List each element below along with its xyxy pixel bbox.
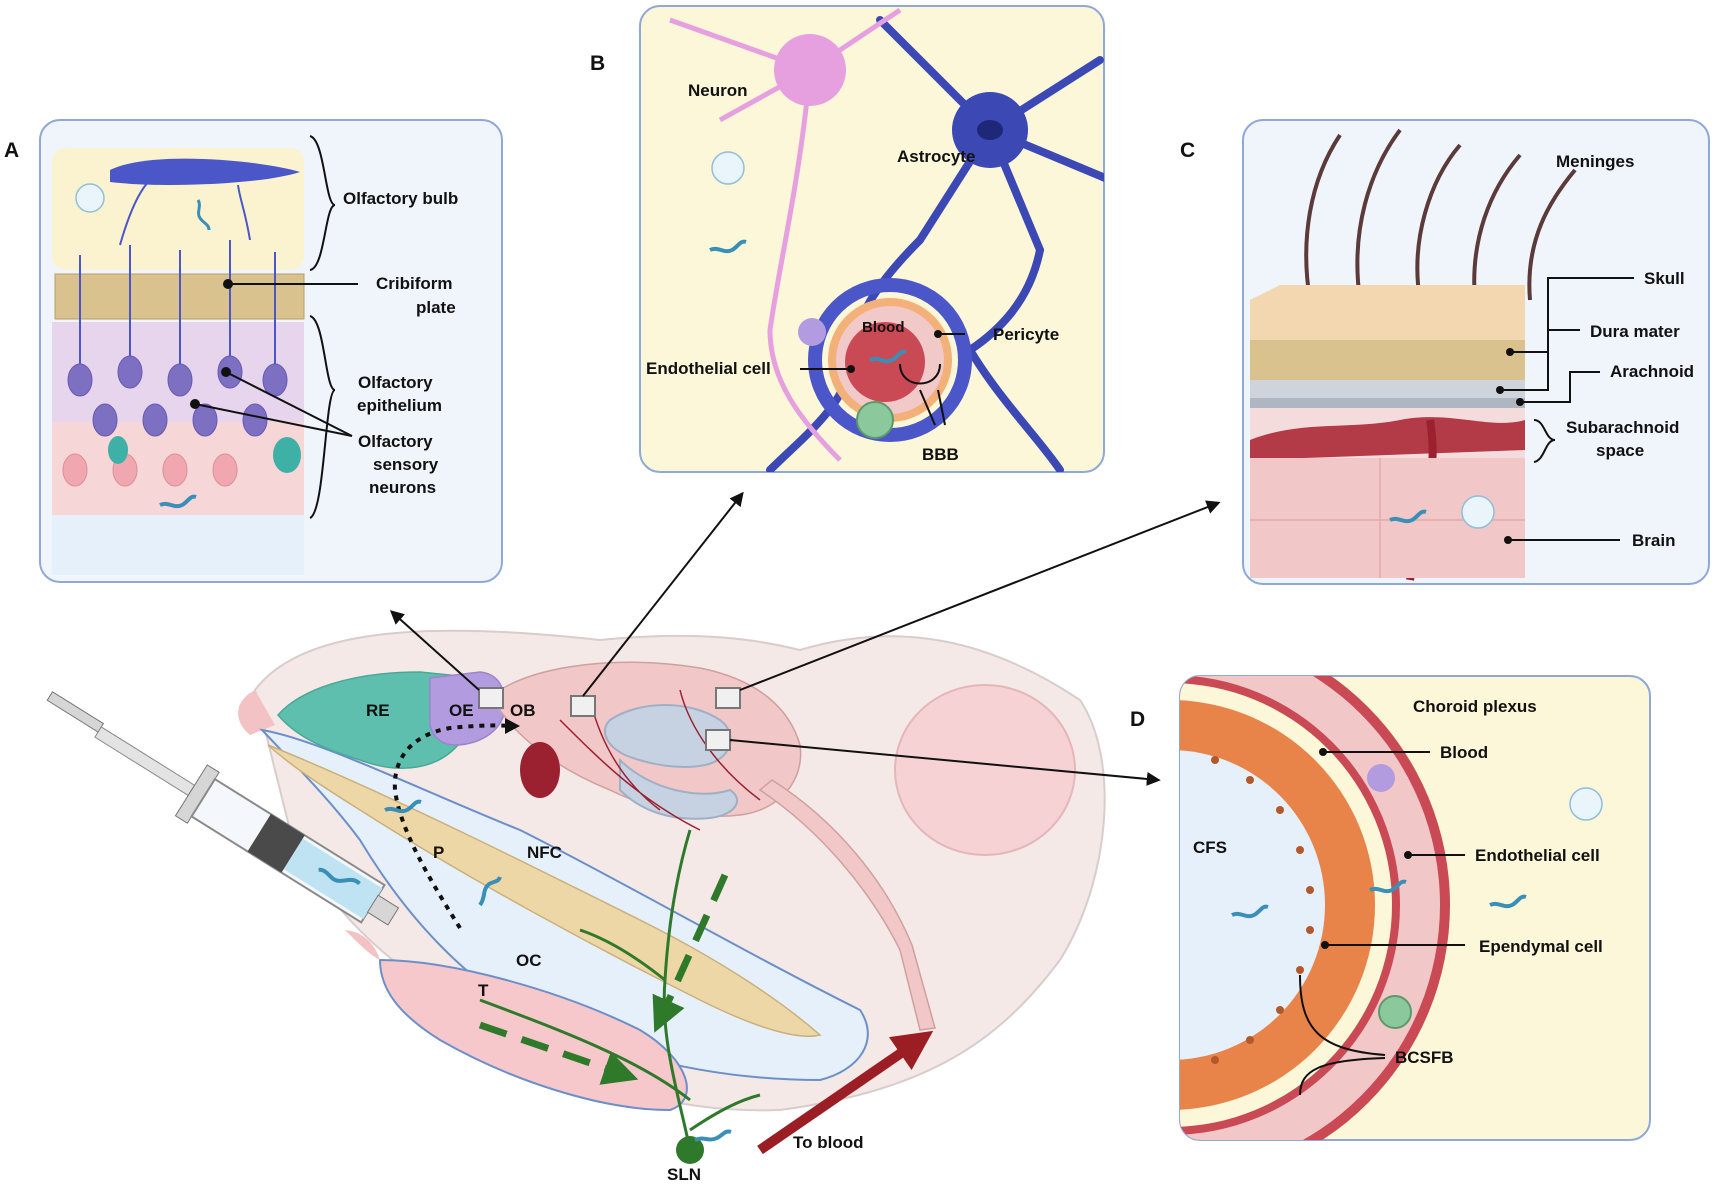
label-skull: Skull <box>1644 269 1685 288</box>
trypanosome-icon <box>159 494 197 509</box>
olfactory-bulb-region <box>520 742 560 798</box>
label-blood-d: Blood <box>1440 743 1488 762</box>
syringe-icon <box>46 691 400 926</box>
label-oc: OC <box>516 951 542 970</box>
label-bcsfb: BCSFB <box>1395 1048 1454 1067</box>
trypanosome-icon <box>1389 509 1427 524</box>
region-box-d <box>705 729 731 751</box>
region-box-c <box>715 687 741 709</box>
vesicle-cluster-icon <box>1461 495 1495 529</box>
label-brain-c: Brain <box>1632 531 1675 550</box>
panel-a: Olfactory bulb Cribiform plate Olfactory… <box>39 119 503 583</box>
bracket-olfactory-epithelium <box>309 315 336 519</box>
label-osn-2: sensory <box>373 455 439 474</box>
label-astrocyte: Astrocyte <box>897 147 975 166</box>
mouse-nose <box>238 690 275 735</box>
panel-d: Choroid plexus Blood CFS Endothelial cel… <box>1179 675 1651 1141</box>
label-p: P <box>433 843 444 862</box>
trypanosome-icon <box>869 349 907 364</box>
label-olfactory-bulb: Olfactory bulb <box>343 189 458 208</box>
label-arachnoid: Arachnoid <box>1610 362 1694 381</box>
trypanosome-icon <box>709 239 747 254</box>
region-box-b <box>570 695 596 717</box>
trypanosome-icon <box>1489 894 1527 909</box>
bracket-olfactory-bulb <box>309 135 336 271</box>
label-meninges: Meninges <box>1556 152 1634 171</box>
label-ependymal: Ependymal cell <box>1479 937 1603 956</box>
label-endothelial-b: Endothelial cell <box>646 359 771 378</box>
panel-letter-c: C <box>1180 139 1195 162</box>
label-dura: Dura mater <box>1590 322 1680 341</box>
vesicle-cluster-icon <box>75 183 105 213</box>
lymphatic-vessels <box>479 829 761 1151</box>
panel-letter-d: D <box>1130 708 1145 731</box>
label-osn-3: neurons <box>369 478 436 497</box>
label-ob: OB <box>510 701 536 720</box>
label-choroid-plexus: Choroid plexus <box>1413 697 1537 716</box>
panel-b: Neuron Astrocyte Blood Pericyte Endothel… <box>639 5 1105 473</box>
respiratory-epithelium <box>277 671 463 769</box>
arrow-to-panel-d <box>729 739 1161 786</box>
label-t: T <box>478 981 489 1000</box>
label-nfc: NFC <box>527 843 562 862</box>
spinal-cord <box>758 779 936 1031</box>
label-osn-1: Olfactory <box>358 432 433 451</box>
lymph-flow-arrow-1 <box>652 873 729 1033</box>
bracket-bcsfb <box>1299 974 1386 1096</box>
label-blood-b: Blood <box>862 319 905 336</box>
label-subarachnoid-2: space <box>1596 441 1644 460</box>
trypanosome-icon <box>1369 879 1407 894</box>
label-bbb: BBB <box>922 445 959 464</box>
panel-letter-b: B <box>590 52 605 75</box>
label-to-blood: To blood <box>793 1133 864 1152</box>
lymph-flow-arrow-2 <box>478 1021 639 1085</box>
ventricles-2 <box>619 757 738 820</box>
trypanosome-icon <box>478 876 502 907</box>
vesicle-cluster-icon <box>1569 787 1603 821</box>
arrow-to-panel-c <box>739 500 1221 691</box>
mouse-ear <box>894 684 1076 856</box>
bracket-subarachnoid <box>1533 419 1556 463</box>
panel-letter-a: A <box>4 139 19 162</box>
label-re: RE <box>366 701 390 720</box>
label-epithelium-1: Olfactory <box>358 373 433 392</box>
label-sln: SLN <box>667 1165 701 1184</box>
ventricles <box>604 704 732 768</box>
label-pericyte: Pericyte <box>993 325 1059 344</box>
arrow-to-panel-a <box>389 610 480 691</box>
label-subarachnoid-1: Subarachnoid <box>1566 418 1679 437</box>
dotted-transport-path <box>392 723 514 930</box>
trypanosome-icon <box>694 1129 732 1142</box>
dotted-path-arrowhead <box>505 718 520 734</box>
sentinel-lymph-node <box>676 1136 704 1164</box>
arrow-to-panel-b <box>582 491 744 697</box>
trypanosome-icon <box>318 867 361 886</box>
label-neuron: Neuron <box>688 81 748 100</box>
bracket-bbb <box>899 363 946 426</box>
lower-lip <box>345 930 380 960</box>
trypanosome-icon <box>384 799 422 814</box>
label-cribiform-1: Cribiform <box>376 274 453 293</box>
region-box-a <box>478 687 504 709</box>
label-epithelium-2: epithelium <box>357 396 442 415</box>
trypanosome-icon <box>1231 904 1269 919</box>
trypanosome-icon <box>196 199 211 231</box>
label-cfs: CFS <box>1193 838 1227 857</box>
label-endothelial-d: Endothelial cell <box>1475 846 1600 865</box>
vesicle-cluster-icon <box>711 151 745 185</box>
to-blood-arrow <box>757 1030 934 1155</box>
mouse-head-schematic: RE OE OB P NFC OC T SLN To blood <box>238 629 1106 1184</box>
panel-c: Meninges Skull Dura mater Arachnoid Suba… <box>1242 119 1710 585</box>
label-cribiform-2: plate <box>416 298 456 317</box>
label-oe: OE <box>449 701 474 720</box>
